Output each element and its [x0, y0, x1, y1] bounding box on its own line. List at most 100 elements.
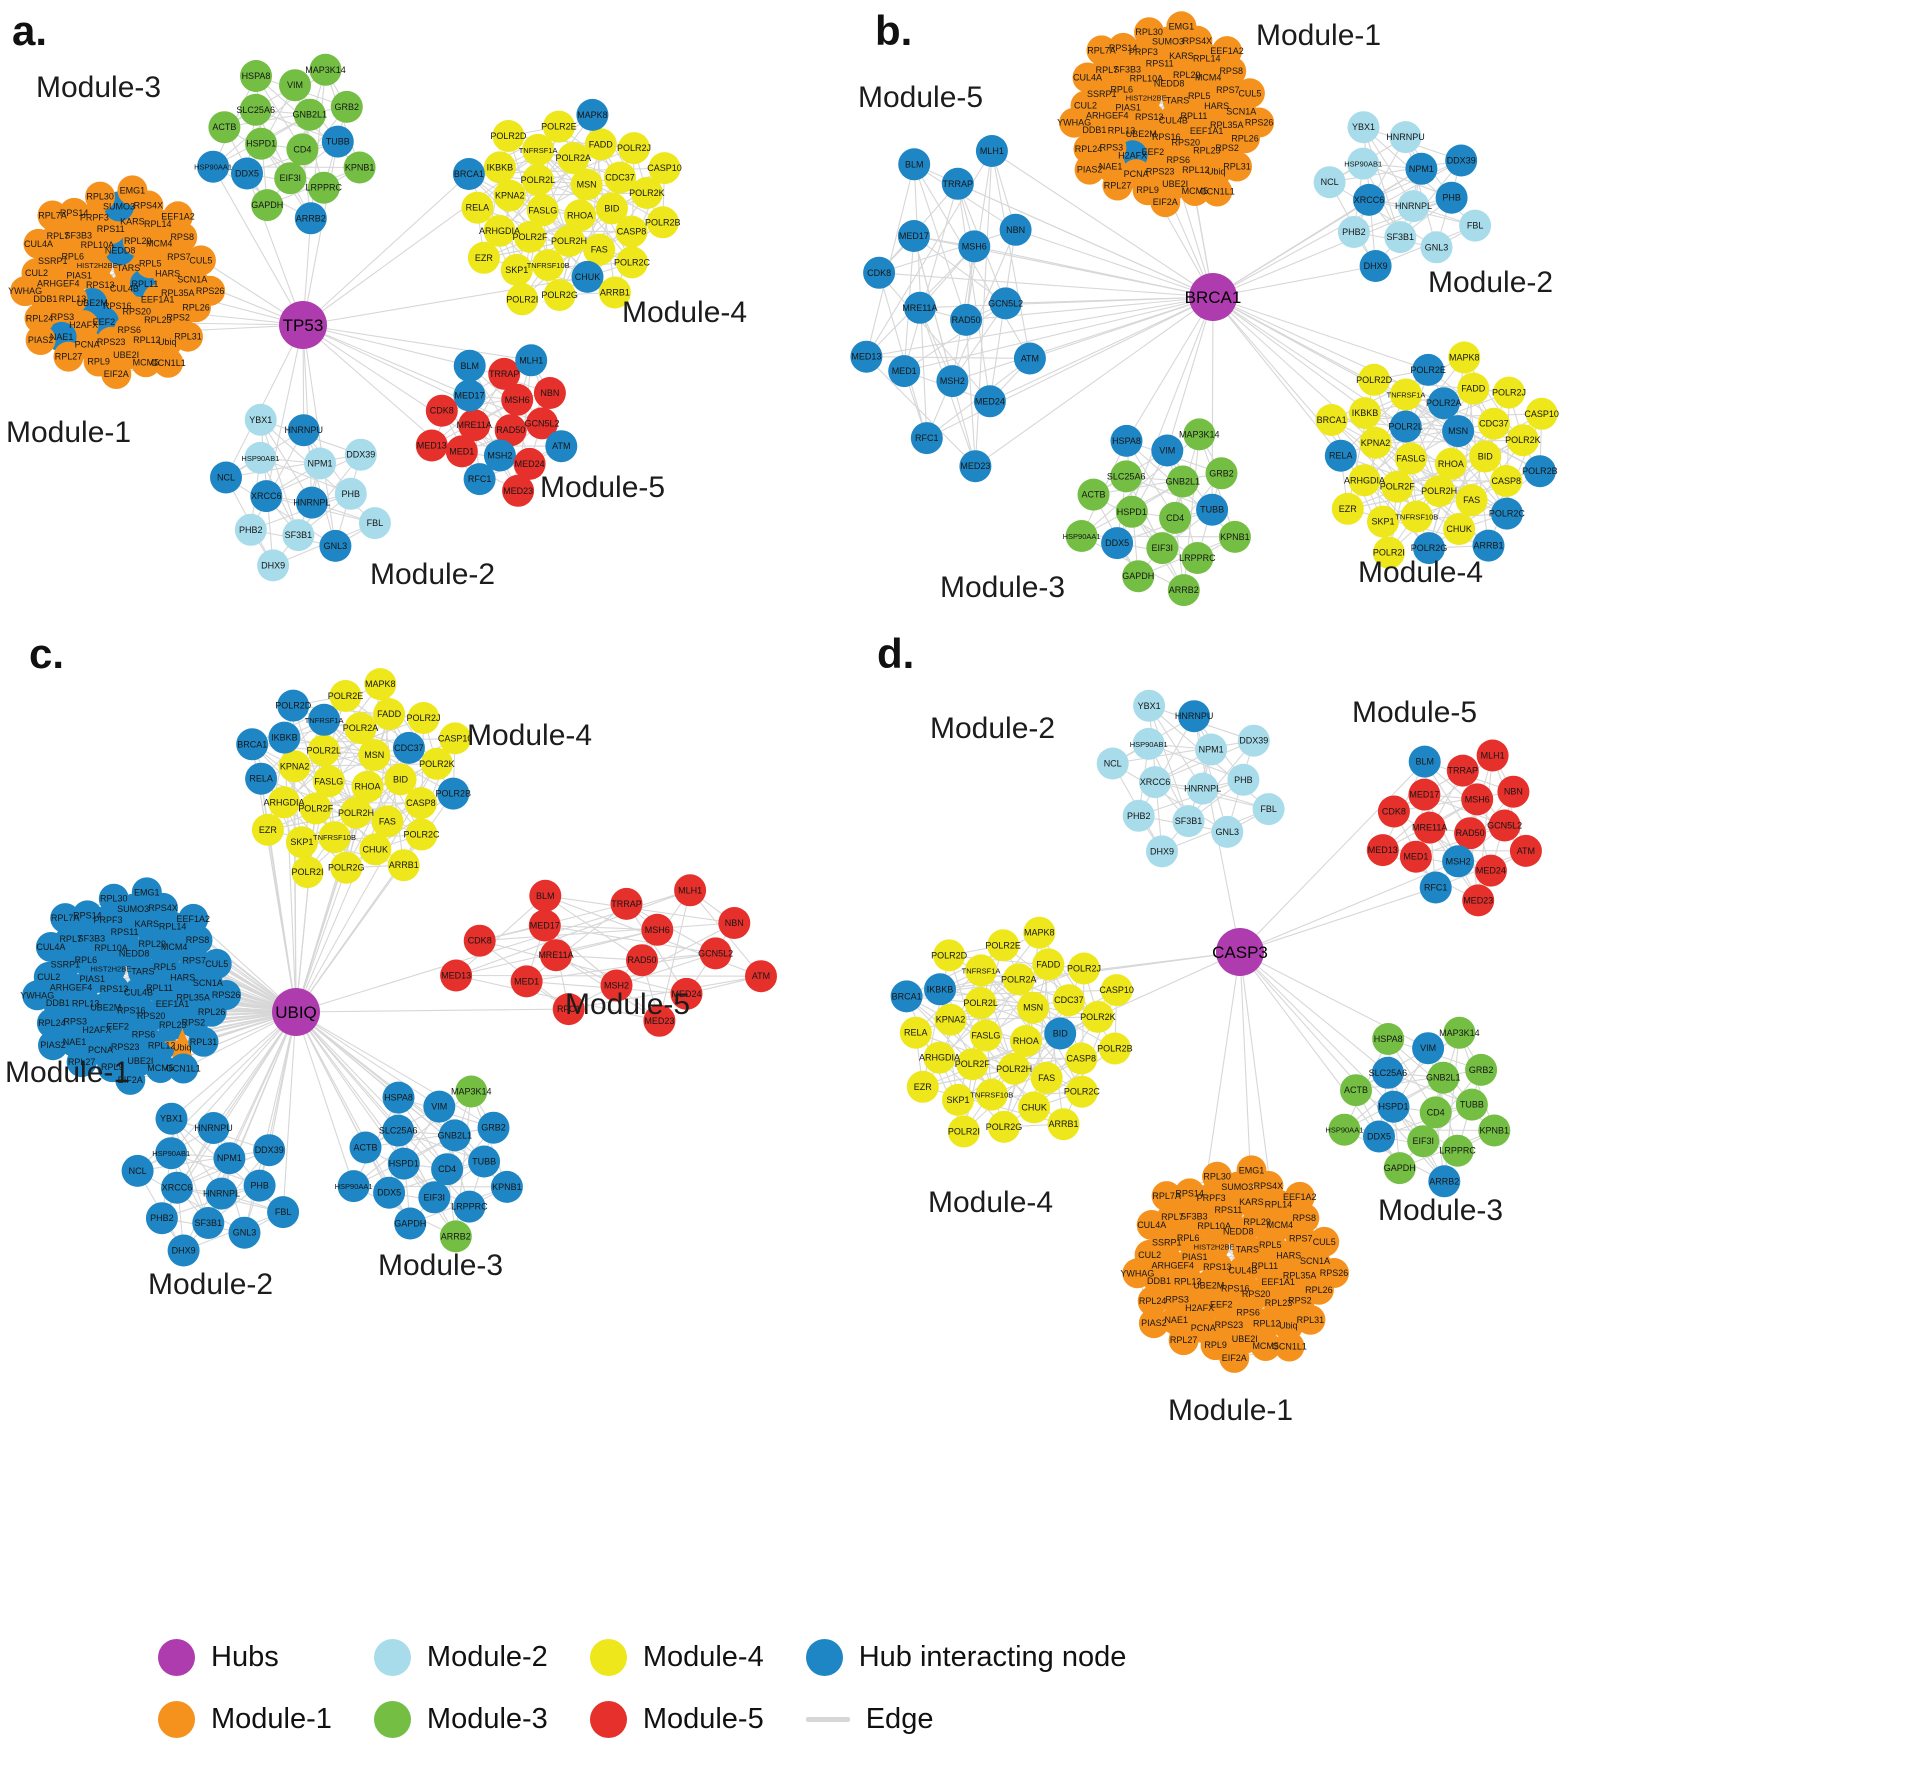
node-HSP90AA1[interactable]: [337, 1170, 370, 1203]
node-FADD[interactable]: [373, 698, 406, 731]
node-PHB[interactable]: [1435, 181, 1468, 214]
node-EIF2A[interactable]: [115, 1064, 146, 1095]
node-PHB[interactable]: [243, 1169, 276, 1202]
node-POLR2K[interactable]: [1506, 424, 1539, 457]
node-DDX39[interactable]: [253, 1134, 286, 1167]
node-MRE11A[interactable]: [903, 291, 936, 324]
node-POLR2K[interactable]: [420, 747, 453, 780]
node-ACTB[interactable]: [349, 1131, 382, 1164]
node-EEF1A2[interactable]: [1284, 1181, 1315, 1212]
node-TNFRSF1A[interactable]: [1390, 378, 1422, 411]
node-GRB2[interactable]: [1205, 457, 1238, 490]
node-GCN5L2[interactable]: [526, 407, 558, 440]
node-RPL7A[interactable]: [1086, 35, 1117, 66]
node-CUL4A[interactable]: [1072, 62, 1103, 93]
node-BLM[interactable]: [1408, 745, 1441, 778]
node-FBL[interactable]: [1459, 209, 1492, 242]
node-FADD[interactable]: [1457, 372, 1490, 405]
node-MRE11A[interactable]: [458, 409, 491, 442]
hub-CASP3[interactable]: [1216, 928, 1264, 976]
node-GCN5L2[interactable]: [1488, 809, 1521, 842]
node-CDC37[interactable]: [1477, 407, 1510, 440]
node-POLR2A[interactable]: [1427, 387, 1460, 420]
node-POLR2F[interactable]: [514, 220, 546, 253]
node-PHB2[interactable]: [145, 1202, 178, 1235]
node-IKBKB[interactable]: [924, 973, 956, 1006]
node-POLR2L[interactable]: [521, 164, 554, 197]
node-RPL24[interactable]: [1137, 1286, 1168, 1317]
node-RHOA[interactable]: [351, 770, 384, 803]
node-MSN[interactable]: [1017, 991, 1050, 1024]
node-YWHAG[interactable]: [10, 276, 41, 307]
node-POLR2I[interactable]: [506, 283, 539, 316]
node-RPL7A[interactable]: [50, 903, 81, 934]
node-BLM[interactable]: [453, 349, 486, 382]
node-FADD[interactable]: [1032, 948, 1065, 981]
node-HNRNPL[interactable]: [1397, 190, 1430, 223]
node-ARHGDIA[interactable]: [1348, 464, 1381, 497]
node-GNL3[interactable]: [1420, 231, 1453, 264]
node-FASLG[interactable]: [969, 1019, 1002, 1052]
node-LRPPRC[interactable]: [1441, 1134, 1474, 1167]
node-EEF1A2[interactable]: [178, 903, 209, 934]
node-TRRAP[interactable]: [941, 167, 974, 200]
node-KPNA2[interactable]: [278, 750, 311, 783]
node-GAPDH[interactable]: [1383, 1152, 1416, 1185]
node-TUBB[interactable]: [1196, 493, 1229, 526]
node-NCL[interactable]: [210, 461, 242, 494]
node-MSH2[interactable]: [1442, 845, 1475, 878]
node-HSP90AB1[interactable]: [155, 1137, 188, 1170]
node-FBL[interactable]: [267, 1196, 300, 1229]
node-MSH6[interactable]: [641, 913, 674, 946]
node-ACTB[interactable]: [208, 111, 241, 144]
node-DHX9[interactable]: [1146, 835, 1178, 868]
node-SF3B1[interactable]: [282, 519, 315, 552]
node-POLR2K[interactable]: [1081, 1000, 1114, 1033]
node-EEF1A2[interactable]: [1212, 36, 1242, 67]
node-MAP3K14[interactable]: [1443, 1016, 1476, 1049]
node-SKP1[interactable]: [285, 826, 318, 859]
node-ARHGDIA[interactable]: [483, 214, 516, 247]
node-ARRB2[interactable]: [1167, 574, 1200, 607]
node-CUL4A[interactable]: [23, 228, 54, 259]
node-MAP3K14[interactable]: [455, 1075, 488, 1108]
node-RPL31[interactable]: [173, 321, 203, 352]
node-NCL[interactable]: [121, 1154, 154, 1187]
node-HNRNPU[interactable]: [197, 1112, 230, 1144]
node-RAD50[interactable]: [626, 944, 658, 977]
node-TNFRSF10B[interactable]: [1400, 500, 1433, 533]
node-CHUK[interactable]: [359, 833, 392, 866]
node-MED24[interactable]: [1474, 854, 1507, 887]
node-POLR2B[interactable]: [1098, 1032, 1131, 1065]
node-FAS[interactable]: [583, 233, 616, 266]
node-HSP90AB1[interactable]: [1347, 147, 1380, 180]
node-POLR2J[interactable]: [1068, 952, 1100, 985]
hub-UBIQ[interactable]: [272, 988, 320, 1036]
node-DDX39[interactable]: [1237, 724, 1270, 757]
node-POLR2D[interactable]: [933, 939, 966, 972]
node-POLR2F[interactable]: [956, 1048, 989, 1081]
node-POLR2I[interactable]: [291, 856, 324, 889]
node-MED17[interactable]: [897, 220, 930, 252]
node-PHB[interactable]: [1227, 763, 1260, 796]
node-GNB2L1[interactable]: [438, 1119, 471, 1152]
node-RPL12[interactable]: [146, 1030, 177, 1061]
node-MED17[interactable]: [1408, 778, 1441, 811]
node-ATM[interactable]: [1509, 834, 1542, 867]
node-HSP90AA1[interactable]: [1328, 1113, 1361, 1146]
node-TRRAP[interactable]: [488, 357, 521, 390]
node-CASP8[interactable]: [1490, 465, 1523, 497]
node-FADD[interactable]: [584, 128, 617, 161]
node-POLR2E[interactable]: [1412, 353, 1445, 386]
node-RELA[interactable]: [461, 191, 494, 224]
node-POLR2A[interactable]: [344, 712, 377, 745]
node-POLR2C[interactable]: [1490, 497, 1523, 530]
node-MSN[interactable]: [1442, 415, 1475, 448]
node-MED23[interactable]: [959, 450, 992, 483]
node-HNRNPL[interactable]: [1186, 772, 1219, 805]
node-RPL7A[interactable]: [1151, 1181, 1182, 1212]
node-DDX5[interactable]: [231, 157, 263, 190]
node-HSPD1[interactable]: [245, 127, 278, 160]
node-POLR2H[interactable]: [553, 225, 585, 258]
node-VIM[interactable]: [1151, 434, 1184, 467]
